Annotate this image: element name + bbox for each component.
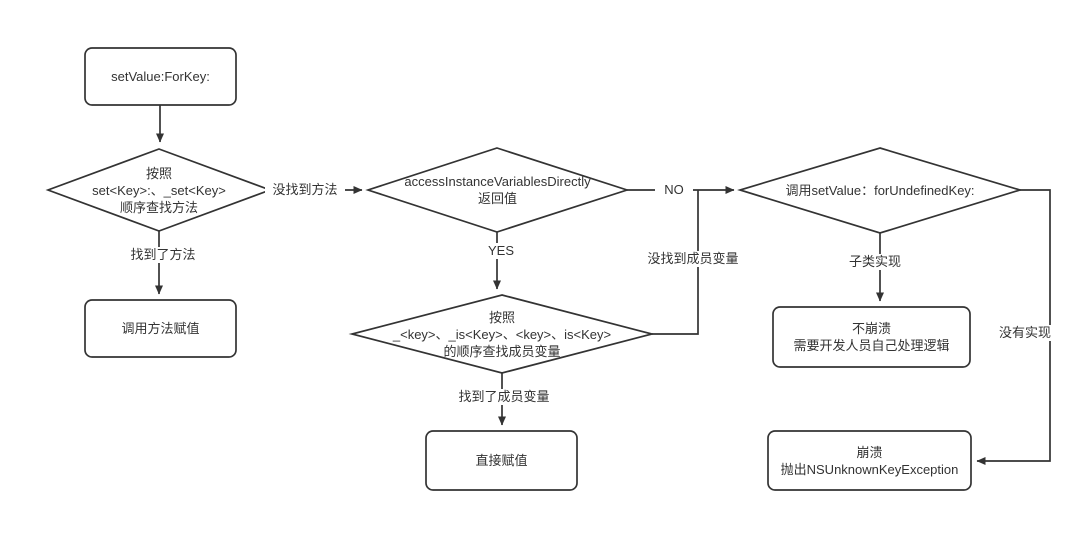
node-shape-no-crash[interactable]	[772, 306, 971, 368]
node-shape-find-setter[interactable]	[45, 148, 273, 232]
node-shape-crash[interactable]	[767, 430, 972, 491]
edge-undefined-key-none	[976, 189, 1051, 465]
node-shape-direct-assign[interactable]	[425, 430, 578, 491]
node-shape-find-ivar[interactable]	[348, 294, 656, 374]
node-shape-call-method[interactable]	[84, 299, 237, 358]
node-shape-access-ivars[interactable]	[365, 147, 630, 233]
node-shape-start[interactable]	[84, 47, 237, 106]
node-shape-undefined-key[interactable]	[737, 147, 1023, 234]
edge-find-ivar-notfound	[652, 190, 699, 335]
